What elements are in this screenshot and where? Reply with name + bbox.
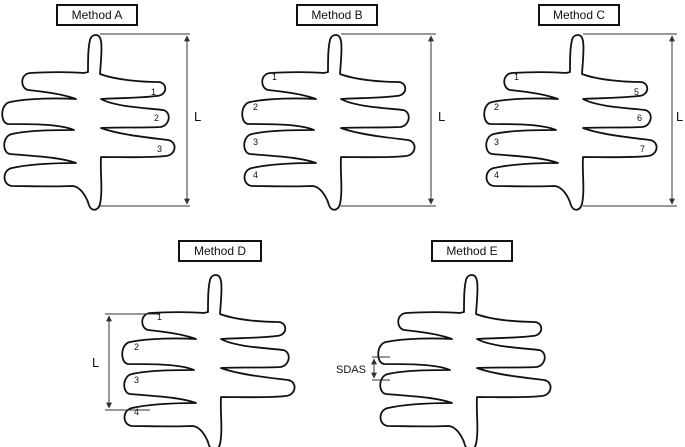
panel-method-d: L 1 2 3 4 — [92, 274, 296, 447]
arm-number-c-4: 4 — [494, 170, 499, 180]
panel-method-b: L 1 2 3 4 — [241, 33, 445, 211]
panel-method-e: SDAS — [336, 274, 552, 447]
arm-number-a-3: 3 — [157, 144, 162, 154]
arm-number-a-1: 1 — [151, 87, 156, 97]
measure-label-b: L — [438, 109, 445, 124]
arm-number-b-2: 2 — [253, 102, 258, 112]
method-b-title: Method B — [296, 4, 378, 26]
measure-label-d: L — [92, 355, 99, 370]
measure-label-e: SDAS — [336, 364, 366, 376]
arm-number-d-2: 2 — [134, 342, 139, 352]
dendrite-shape-d — [121, 274, 296, 447]
measure-label-c: L — [676, 109, 683, 124]
arm-number-c-2: 2 — [494, 102, 499, 112]
arm-number-c-7: 7 — [640, 144, 645, 154]
arm-number-b-1: 1 — [272, 72, 277, 82]
arm-number-c-3: 3 — [494, 137, 499, 147]
arm-number-c-5: 5 — [634, 87, 639, 97]
method-d-title: Method D — [178, 240, 262, 262]
dendrite-shape-b — [241, 34, 416, 211]
method-a-title: Method A — [56, 4, 138, 26]
arm-number-d-4: 4 — [134, 407, 139, 417]
panel-method-c: L 1 2 3 4 5 6 7 — [483, 33, 683, 211]
arm-number-d-1: 1 — [157, 312, 162, 322]
panel-method-a: L 1 2 3 — [1, 33, 201, 211]
arm-number-a-2: 2 — [154, 113, 159, 123]
dendrite-shape-c — [483, 34, 658, 211]
arm-number-b-4: 4 — [253, 170, 258, 180]
dendrite-shape-e — [377, 274, 552, 447]
method-c-title: Method C — [538, 4, 620, 26]
dendrite-shape-a — [1, 34, 176, 211]
arm-number-c-6: 6 — [637, 113, 642, 123]
arm-number-c-1: 1 — [514, 72, 519, 82]
arm-number-d-3: 3 — [134, 375, 139, 385]
method-e-title: Method E — [431, 240, 513, 262]
measure-label-a: L — [194, 109, 201, 124]
arm-number-b-3: 3 — [253, 137, 258, 147]
